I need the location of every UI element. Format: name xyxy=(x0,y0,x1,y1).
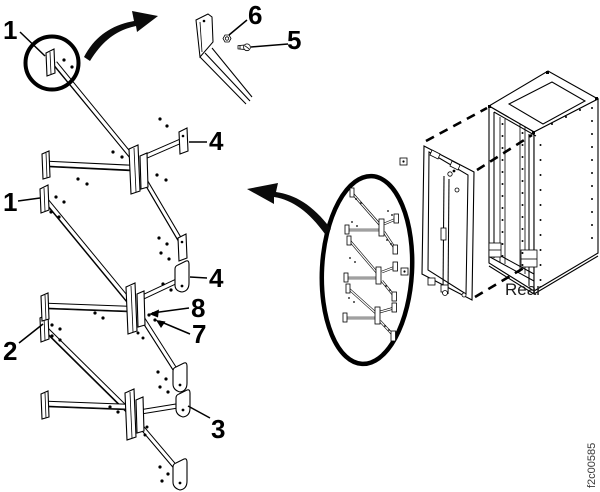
rack-rear-opening xyxy=(488,111,538,286)
callout-4-lower: 4 xyxy=(209,263,224,293)
clip-nut xyxy=(399,157,408,166)
rack-foot xyxy=(488,242,502,258)
callout-1-top: 1 xyxy=(3,15,17,45)
rack-rear-overview xyxy=(247,173,415,367)
screw-dots xyxy=(49,58,173,483)
detail-ellipse xyxy=(319,173,415,367)
rack-foot xyxy=(520,249,538,268)
magnifier-circle xyxy=(23,34,81,92)
callout-4-upper: 4 xyxy=(209,126,224,156)
shipping-bracket-assembly xyxy=(39,48,191,491)
callout-5: 5 xyxy=(287,25,301,55)
junction-plates xyxy=(124,144,149,441)
callout-6: 6 xyxy=(248,0,262,30)
screw xyxy=(237,43,251,52)
callouts: 1 6 5 4 1 4 8 7 2 3 xyxy=(3,0,301,444)
zoom-arrow-to-assembly xyxy=(247,183,331,234)
callout-3: 3 xyxy=(211,414,225,444)
hex-nut xyxy=(222,34,232,43)
mini-bracket-assembly xyxy=(342,187,399,342)
rack-cabinet xyxy=(487,70,600,295)
callout-8: 8 xyxy=(191,293,205,323)
bracket-rails xyxy=(43,61,186,473)
callout-7: 7 xyxy=(192,319,206,349)
clip-nut xyxy=(400,267,409,276)
figure-id-label: f2c00585 xyxy=(586,443,598,488)
rail-end-flanges xyxy=(39,48,191,491)
rack-side-holes xyxy=(539,107,593,281)
zoom-arrow-to-detail xyxy=(84,11,158,61)
rear-label: Rear xyxy=(505,280,542,299)
rear-panel xyxy=(399,145,475,301)
fastener-detail-view xyxy=(195,13,253,105)
callout-2: 2 xyxy=(3,336,17,366)
callout-1-mid: 1 xyxy=(3,187,17,217)
alignment-dashed-lines xyxy=(425,106,533,299)
